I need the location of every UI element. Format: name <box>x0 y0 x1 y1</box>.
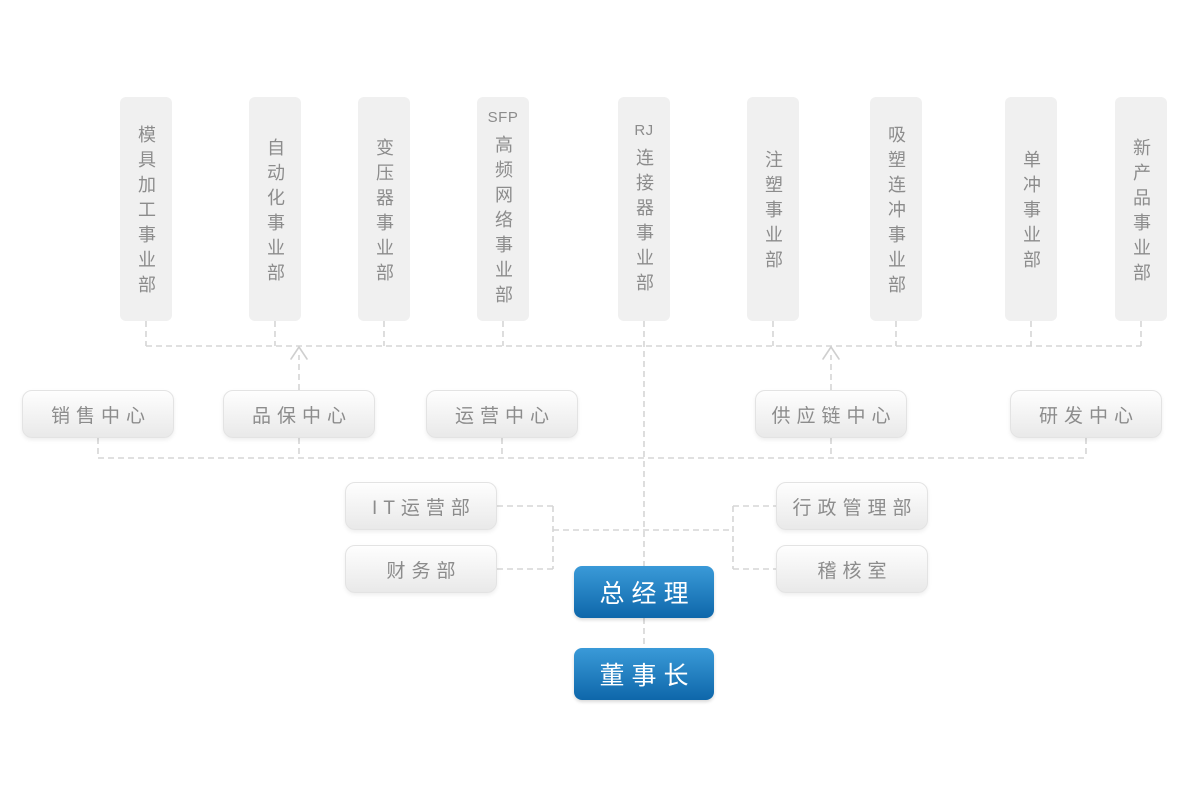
unit-label: 单冲事业部 <box>1021 150 1041 275</box>
center-label: 研发中心 <box>1038 405 1139 427</box>
unit-prefix: RJ <box>634 121 654 139</box>
center-box-supply-chain: 供应链中心 <box>755 390 907 438</box>
unit-box-blister-stamping: 吸塑连冲事业部 <box>870 97 922 321</box>
exec-box-chairman: 董事长 <box>574 648 714 700</box>
unit-box-sfp-network: SFP 高频网络事业部 <box>477 97 529 321</box>
dept-label: IT运营部 <box>372 497 476 519</box>
department-connector-lines <box>497 505 776 570</box>
up-arrow-icon <box>822 346 840 360</box>
unit-label: 模具加工事业部 <box>136 125 156 300</box>
dept-label: 稽核室 <box>817 560 893 582</box>
unit-label: 连接器事业部 <box>634 147 654 298</box>
dept-label: 行政管理部 <box>792 497 918 519</box>
center-box-operations: 运营中心 <box>426 390 578 438</box>
center-label: 运营中心 <box>454 405 555 427</box>
unit-label: 注塑事业部 <box>763 150 783 275</box>
exec-box-general-manager: 总经理 <box>574 566 714 618</box>
up-arrow-icon <box>290 346 308 360</box>
dept-box-finance: 财务部 <box>345 545 497 593</box>
dept-label: 财务部 <box>386 560 462 582</box>
unit-prefix: SFP <box>487 109 519 126</box>
center-label: 销售中心 <box>50 405 151 427</box>
unit-box-single-punch: 单冲事业部 <box>1005 97 1057 321</box>
unit-label: 自动化事业部 <box>265 137 285 288</box>
center-box-quality-assurance: 品保中心 <box>223 390 375 438</box>
exec-label: 董事长 <box>599 662 696 690</box>
unit-box-automation: 自动化事业部 <box>249 97 301 321</box>
unit-label: 高频网络事业部 <box>493 135 513 310</box>
exec-label: 总经理 <box>599 580 696 608</box>
unit-label: 变压器事业部 <box>374 137 394 288</box>
unit-box-mold-processing: 模具加工事业部 <box>120 97 172 321</box>
center-box-rnd: 研发中心 <box>1010 390 1162 438</box>
dept-box-administration: 行政管理部 <box>776 482 928 530</box>
unit-label: 新产品事业部 <box>1131 137 1151 288</box>
dept-box-audit-office: 稽核室 <box>776 545 928 593</box>
unit-box-transformer: 变压器事业部 <box>358 97 410 321</box>
dept-box-it-operations: IT运营部 <box>345 482 497 530</box>
center-label: 供应链中心 <box>771 405 897 427</box>
center-stub-lines <box>97 438 1087 458</box>
unit-box-injection-molding: 注塑事业部 <box>747 97 799 321</box>
unit-box-rj-connector: RJ 连接器事业部 <box>618 97 670 321</box>
unit-stub-lines <box>145 321 1142 346</box>
unit-box-new-product: 新产品事业部 <box>1115 97 1167 321</box>
center-label: 品保中心 <box>251 405 352 427</box>
unit-label: 吸塑连冲事业部 <box>886 125 906 300</box>
center-box-sales: 销售中心 <box>22 390 174 438</box>
